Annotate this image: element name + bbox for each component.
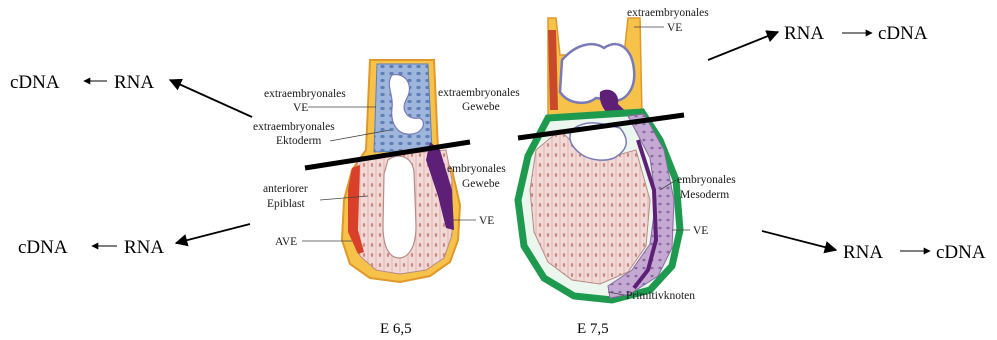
e65-label-ant-epi-1: anteriorer bbox=[263, 183, 308, 195]
e65-label-emb-gew-2: Gewebe bbox=[462, 178, 500, 190]
flow-tl-cdna: cDNA bbox=[10, 72, 60, 93]
e65-label-ex-gew-1: extraembryonales bbox=[438, 87, 520, 99]
flow-br-rna: RNA bbox=[843, 242, 883, 263]
flow-bl-cdna: cDNA bbox=[18, 237, 68, 258]
e75-label-meso-2: Mesoderm bbox=[680, 189, 729, 201]
e65-label-ave: AVE bbox=[275, 236, 297, 248]
flow-tr-rna: RNA bbox=[784, 23, 824, 44]
e75-label-primitiv: Primitivknoten bbox=[626, 290, 695, 302]
flow-tl-rna: RNA bbox=[114, 72, 154, 93]
e65-cavity bbox=[383, 156, 416, 258]
flow-br-big-arrow bbox=[762, 231, 836, 250]
flow-bottom-right: RNA cDNA bbox=[762, 231, 986, 263]
e75-amnion-upper bbox=[560, 44, 634, 103]
flow-top-left: cDNA RNA bbox=[10, 72, 252, 117]
e65-label-ve: VE bbox=[479, 215, 494, 227]
e65-label-ex-ve-1: extraembryonales bbox=[264, 88, 346, 100]
e65-label-ant-epi-2: Epiblast bbox=[267, 198, 305, 210]
e65-label-ex-ekto-1: extraembryonales bbox=[253, 121, 335, 133]
flow-bottom-left: cDNA RNA bbox=[18, 224, 250, 258]
e65-label-emb-gew-1: embryonales bbox=[447, 163, 506, 175]
e75-label-ex-ve-2: VE bbox=[667, 22, 682, 34]
embryo-e75 bbox=[518, 18, 684, 300]
e65-label-ex-ekto-2: Ektoderm bbox=[276, 135, 321, 147]
e75-label-ex-ve-1: extraembryonales bbox=[627, 7, 709, 19]
e75-label-meso-1: embryonales bbox=[677, 174, 736, 186]
e75-label-ve: VE bbox=[693, 225, 708, 237]
e65-label-ex-gew-2: Gewebe bbox=[462, 101, 500, 113]
flow-tr-cdna: cDNA bbox=[878, 23, 928, 44]
flow-tl-big-arrow bbox=[170, 80, 252, 117]
flow-bl-rna: RNA bbox=[124, 237, 164, 258]
e65-label-ex-ve-2: VE bbox=[293, 102, 308, 114]
e65-stage-label: E 6,5 bbox=[380, 321, 412, 337]
flow-tr-big-arrow bbox=[708, 32, 778, 60]
flow-top-right: RNA cDNA bbox=[708, 23, 928, 60]
e75-stage-label: E 7,5 bbox=[577, 321, 609, 337]
flow-br-cdna: cDNA bbox=[936, 242, 986, 263]
flow-bl-big-arrow bbox=[176, 224, 250, 243]
